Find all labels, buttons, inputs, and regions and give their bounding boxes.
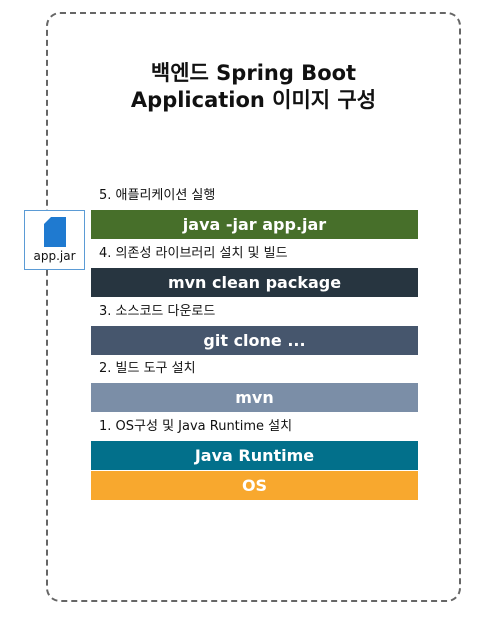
step-label-1: 1. OS구성 및 Java Runtime 설치 bbox=[99, 419, 293, 434]
layer-bar-os: OS bbox=[91, 471, 418, 500]
layer-bar-java-jar: java -jar app.jar bbox=[91, 210, 418, 239]
title-line-2: Application 이미지 구성 bbox=[130, 88, 377, 112]
diagram-frame bbox=[46, 12, 461, 602]
layer-bar-mvn: mvn bbox=[91, 383, 418, 412]
diagram-title: 백엔드 Spring Boot Application 이미지 구성 bbox=[46, 60, 461, 114]
step-label-3: 3. 소스코드 다운로드 bbox=[99, 304, 216, 319]
step-label-4: 4. 의존성 라이브러리 설치 및 빌드 bbox=[99, 246, 288, 261]
step-label-5: 5. 애플리케이션 실행 bbox=[99, 188, 216, 203]
layer-bar-git-clone: git clone ... bbox=[91, 326, 418, 355]
layer-bar-mvn-clean-package: mvn clean package bbox=[91, 268, 418, 297]
file-icon bbox=[44, 217, 66, 247]
layer-bar-java-runtime: Java Runtime bbox=[91, 441, 418, 470]
app-jar-label: app.jar bbox=[33, 249, 76, 263]
title-line-1: 백엔드 Spring Boot bbox=[150, 61, 357, 85]
app-jar-artifact: app.jar bbox=[24, 210, 85, 270]
file-icon-shape bbox=[44, 217, 66, 247]
step-label-2: 2. 빌드 도구 설치 bbox=[99, 361, 196, 376]
